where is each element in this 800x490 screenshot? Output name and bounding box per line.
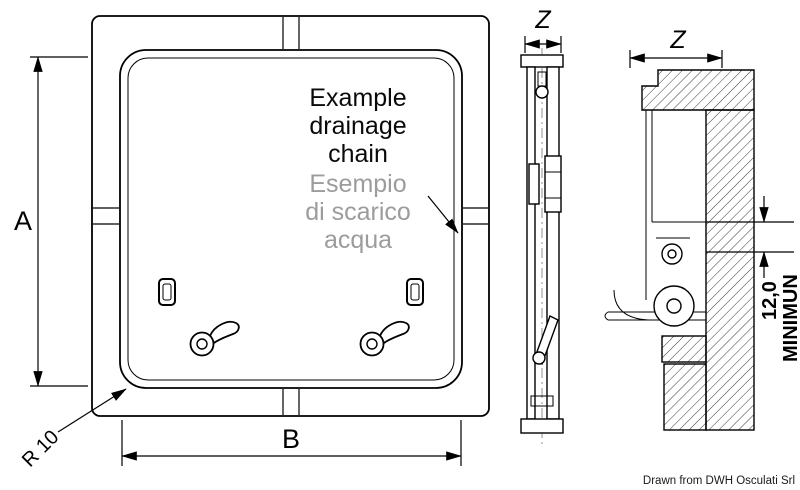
side-left-plate <box>526 66 536 420</box>
keeper-clip-right <box>406 278 424 306</box>
dimension-min-depth: 12,0 MINIMUN <box>706 196 800 362</box>
detail-right-wall <box>705 109 755 431</box>
annotation-en-line3: chain <box>328 140 388 168</box>
front-view: Example drainage chain Esempio di scaric… <box>14 15 490 472</box>
hatch-lid-outer <box>119 49 463 389</box>
annotation-it-line2: di scarico <box>305 198 411 226</box>
detail-latch-mechanism <box>653 237 695 327</box>
keeper-clip-left <box>158 278 176 306</box>
dimension-a: A <box>14 56 88 387</box>
dimension-z-side: Z <box>524 6 562 53</box>
annotation-en-line1: Example <box>309 84 406 112</box>
dim-b-label: B <box>282 424 300 454</box>
detail-top-flange <box>641 69 755 111</box>
min-depth-value: 12,0 <box>759 281 781 320</box>
annotation-it-line3: acqua <box>324 226 392 254</box>
side-bottom-bracket <box>530 395 554 407</box>
detail-bottom-mass <box>663 363 707 431</box>
radius-label: R 10 <box>18 426 63 471</box>
dimension-b: B <box>121 420 462 466</box>
annotation-leader-arrow <box>427 195 459 234</box>
credit-text: Drawn from DWH Osculati Srl <box>643 475 795 487</box>
frame-joint-notches <box>93 17 488 415</box>
dimension-z-detail: Z <box>629 26 723 68</box>
dim-a-label: A <box>14 206 32 236</box>
side-right-plate <box>546 66 560 420</box>
latch-handle-left <box>189 321 240 357</box>
detail-section-view: Z 12,0 MINIMUN <box>604 26 800 431</box>
side-keeper-plate <box>528 163 540 205</box>
side-top-cap <box>520 54 564 68</box>
detail-frame-profile <box>604 110 706 321</box>
side-bottom-cap <box>520 418 564 434</box>
latch-handle-right <box>359 321 410 357</box>
annotation-block: Example drainage chain Esempio di scaric… <box>305 84 459 254</box>
annotation-en-line2: drainage <box>309 112 406 140</box>
detail-ledge <box>661 335 707 363</box>
side-top-pivot <box>535 85 549 99</box>
side-keeper-block <box>544 155 562 213</box>
min-depth-text: MINIMUN <box>780 274 800 362</box>
annotation-it-line1: Esempio <box>309 170 406 198</box>
hatch-outer-frame <box>91 15 490 417</box>
dim-z-side-label: Z <box>534 6 551 34</box>
side-section-view: Z <box>520 6 564 446</box>
side-latch-pivot <box>532 351 546 365</box>
dim-z-detail-label: Z <box>669 26 686 54</box>
